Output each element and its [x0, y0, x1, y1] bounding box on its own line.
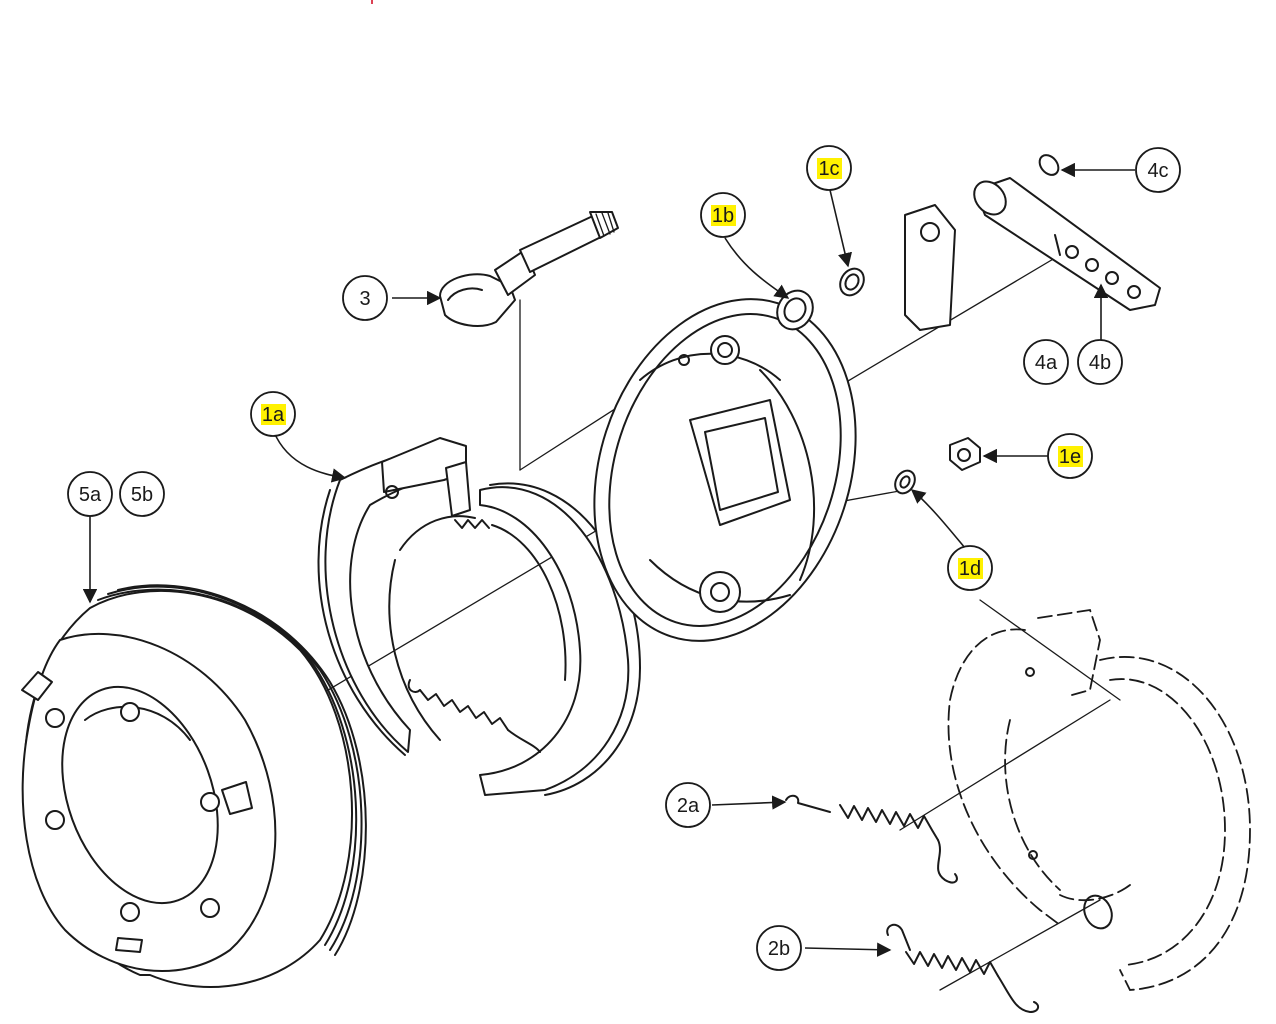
callout-1e: 1e: [1047, 433, 1093, 479]
callout-1a-label: 1a: [262, 404, 285, 426]
callout-1b-label: 1b: [712, 205, 734, 227]
callout-3: 3: [342, 275, 388, 321]
callout-5b: 5b: [119, 471, 165, 517]
return-spring-upper: [785, 794, 958, 884]
callout-4a-label: 4a: [1035, 352, 1058, 374]
callout-5b-label: 5b: [131, 484, 153, 506]
callout-1c: 1c: [806, 145, 852, 191]
lever-plate: [904, 204, 956, 331]
backing-plate: [593, 298, 857, 642]
ghost-shoe-assembly: [947, 608, 1251, 991]
callout-5a-label: 5a: [79, 484, 102, 506]
callout-1a: 1a: [250, 391, 296, 437]
brake-shoe-assembly: [317, 437, 641, 796]
return-spring-lower: [886, 923, 1040, 1013]
callout-1e-label: 1e: [1059, 446, 1081, 468]
cam-shaft: [439, 211, 619, 327]
brake-drum: [21, 584, 367, 989]
callout-1b: 1b: [700, 192, 746, 238]
callout-1c-label: 1c: [818, 158, 839, 180]
callout-4b-label: 4b: [1089, 352, 1111, 374]
callout-2a: 2a: [665, 782, 711, 828]
slack-adjuster-arm: [973, 177, 1161, 311]
snap-ring: [1038, 154, 1060, 176]
callout-1d: 1d: [947, 545, 993, 591]
callout-2b: 2b: [756, 925, 802, 971]
callout-1d-label: 1d: [959, 558, 981, 580]
leader-lines: [82, 162, 1135, 957]
callout-4c-label: 4c: [1147, 160, 1168, 182]
callout-4a: 4a: [1023, 339, 1069, 385]
callout-5a: 5a: [67, 471, 113, 517]
callout-4b: 4b: [1077, 339, 1123, 385]
callout-2b-label: 2b: [768, 938, 790, 960]
callout-4c: 4c: [1135, 147, 1181, 193]
callout-3-label: 3: [359, 288, 370, 310]
seal-and-washer: [776, 267, 865, 331]
callout-2a-label: 2a: [677, 795, 700, 817]
washer-and-nut: [894, 437, 981, 495]
